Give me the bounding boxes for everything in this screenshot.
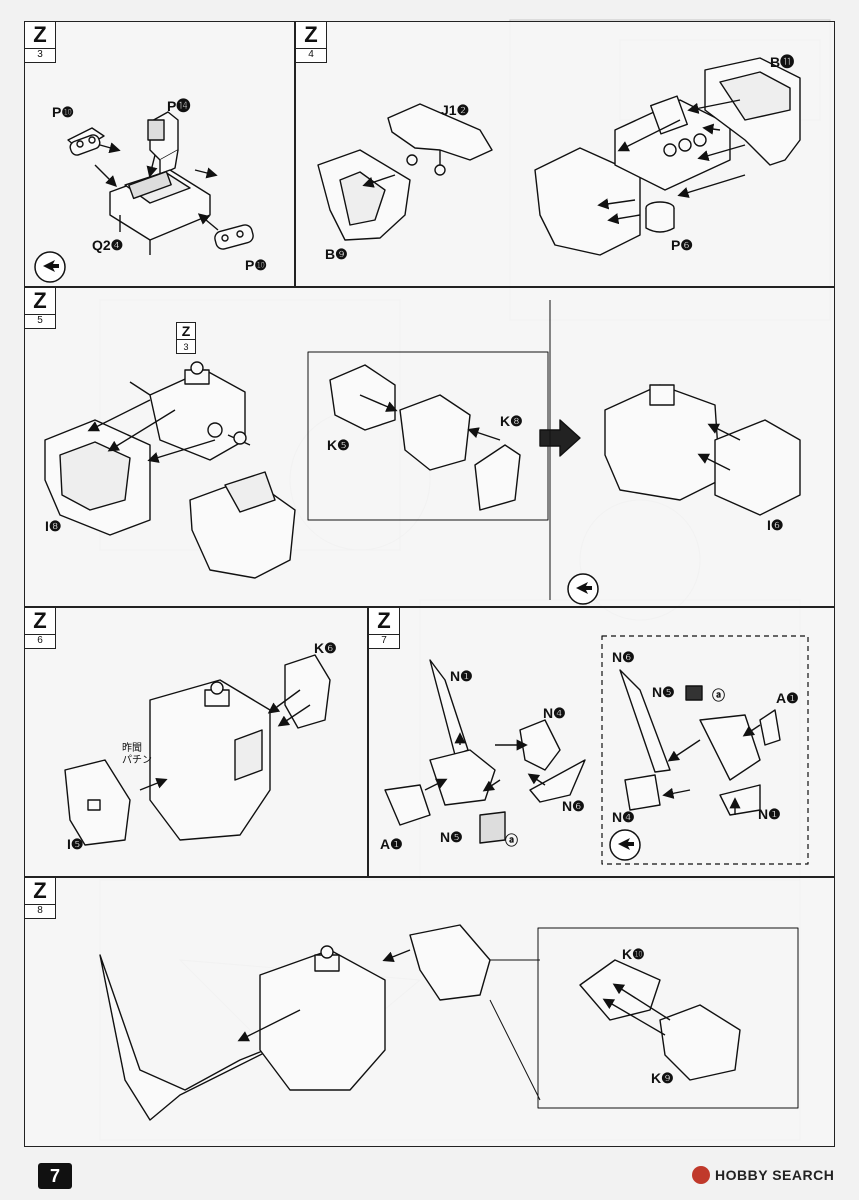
z5-arrows [87, 394, 741, 471]
z8-crest-part [409, 924, 491, 1001]
label-z4-b11: B⓫ [770, 54, 795, 70]
label-z7-a1: A❶ [380, 836, 403, 852]
label-z5-k5: K❺ [327, 437, 350, 453]
label-z7-n6: N❻ [562, 798, 585, 814]
z7-left-assembly [384, 659, 586, 844]
z4-part-p6 [645, 201, 675, 233]
label-z7-inset-a-ref: ⓐ [712, 688, 726, 703]
z8-head-block [259, 945, 386, 1091]
step-letter: Z [369, 608, 399, 635]
z4-arrows [362, 99, 746, 225]
step-tag: Z 7 [369, 608, 400, 649]
label-z7-a-ref: ⓐ [505, 833, 519, 848]
step-letter: Z [296, 22, 326, 49]
label-z7-inset-n1: N❶ [758, 806, 781, 822]
step-tag: Z 6 [25, 608, 56, 649]
step-tag: Z 4 [296, 22, 327, 63]
z3-arrows [94, 142, 219, 231]
z3-part-q24 [109, 169, 211, 255]
page-number: 7 [38, 1163, 72, 1189]
step-tag: Z 8 [25, 878, 56, 919]
z8-v-fin [99, 954, 291, 1121]
label-z6-k6: K❻ [314, 640, 337, 656]
z6-head-block [149, 679, 271, 841]
label-z4-j12: J1❷ [441, 102, 470, 118]
z4-part-j12 [387, 103, 493, 176]
label-z7-inset-n4: N❹ [612, 809, 635, 825]
z7-inset-parts [619, 669, 781, 816]
step-number: 6 [37, 635, 43, 646]
z7-inset-arrows [662, 724, 761, 815]
z5-part-i8 [44, 419, 151, 536]
subref-number: 3 [183, 342, 189, 352]
z4-part-b11 [704, 57, 801, 166]
label-z5-k8: K❽ [500, 413, 523, 429]
panel-step-z7: Z 7 [368, 607, 835, 877]
z7-dashed-inset [601, 635, 809, 865]
step-tag: Z 3 [25, 22, 56, 63]
label-z7-inset-n5: N❺ [652, 684, 675, 700]
label-z7-inset-a1: A❶ [776, 690, 799, 706]
label-z6-i5: I❺ [67, 836, 84, 852]
label-z8-k9: K❾ [651, 1070, 674, 1086]
next-step-arrow [539, 419, 581, 457]
step-letter: Z [25, 22, 55, 49]
step-number: 3 [37, 49, 43, 60]
label-z5-i8: I❽ [45, 518, 62, 534]
z6-arrows [139, 689, 311, 791]
z5-result-assembly [604, 384, 801, 516]
label-z6-click-note: 昨聞 パチン [122, 743, 152, 766]
z3-part-p10-bottom [214, 224, 254, 250]
hobby-search-logo-icon [692, 1166, 710, 1184]
subref-tag: Z 3 [176, 322, 196, 354]
front-badge-z5 [566, 572, 600, 606]
step-tag: Z 5 [25, 288, 56, 329]
step-number: 5 [37, 315, 43, 326]
z5-inset-box [307, 351, 549, 521]
z5-face-block [189, 471, 296, 579]
step-letter: Z [25, 608, 55, 635]
z3-part-p14 [147, 111, 179, 176]
label-z4-p6: P❻ [671, 237, 693, 253]
front-badge-z7 [608, 828, 642, 862]
front-badge-z3 [33, 250, 67, 284]
z4-part-b9 [317, 149, 411, 241]
z8-callout-line [489, 999, 541, 1101]
label-z4-b9: B❾ [325, 246, 348, 262]
z8-arrows [237, 949, 671, 1042]
z3-part-p10-top [67, 127, 105, 156]
watermark: HOBBY SEARCH [715, 1167, 835, 1183]
label-z3-p10-bottom: P❿ [245, 257, 267, 273]
step-number: 8 [37, 905, 43, 916]
step-number: 7 [381, 635, 387, 646]
label-z7-n5: N❺ [440, 829, 463, 845]
label-z8-k10: K❿ [622, 946, 645, 962]
z6-part-k6 [284, 654, 331, 729]
subref-letter: Z [177, 323, 195, 340]
label-z5-i6: I❻ [767, 517, 784, 533]
z6-part-i5 [64, 759, 131, 846]
step-letter: Z [25, 878, 55, 905]
step-letter: Z [25, 288, 55, 315]
z4-assembly-right [534, 95, 731, 256]
label-z7-inset-n6: N❻ [612, 649, 635, 665]
z7-arrows [424, 732, 546, 792]
z5-core-unit [129, 361, 251, 461]
label-z7-n4: N❹ [543, 705, 566, 721]
label-z3-p14: P⓮ [167, 98, 191, 114]
label-z3-q24: Q2❹ [92, 237, 124, 253]
step-number: 4 [308, 49, 314, 60]
label-z7-n1: N❶ [450, 668, 473, 684]
label-z3-p10-top: P❿ [52, 104, 74, 120]
